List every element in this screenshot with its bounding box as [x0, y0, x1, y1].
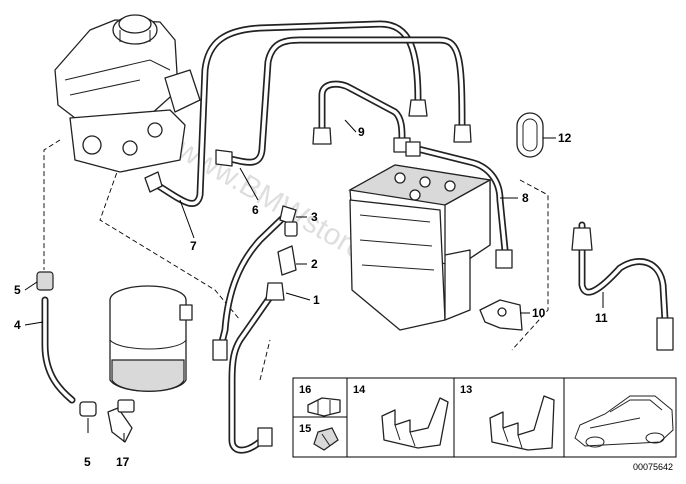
callout-3: 3: [311, 210, 318, 224]
clip-14: [381, 397, 449, 449]
callout-8: 8: [522, 191, 529, 205]
callout-5-upper: 5: [14, 283, 21, 297]
callout-2: 2: [311, 257, 318, 271]
grommet-12: [516, 112, 544, 158]
fitting-3: [284, 221, 298, 237]
thumbnail-label-15: 15: [299, 423, 311, 435]
bracket-10: [479, 299, 523, 331]
thumbnail-label-14: 14: [353, 384, 366, 396]
callout-1: 1: [313, 293, 320, 307]
callout-6: 6: [252, 203, 259, 217]
callout-12: 12: [558, 131, 572, 145]
thumbnail-label-13: 13: [460, 384, 472, 396]
brake-fluid-reservoir: [54, 14, 179, 119]
clip-16: [307, 397, 341, 417]
fitting-2: [277, 245, 297, 276]
thumbnail-vehicle: [563, 377, 677, 458]
thumbnail-label-16: 16: [299, 384, 311, 396]
callout-5-lower: 5: [84, 455, 91, 469]
leader-lines: [24, 119, 604, 442]
reference-code: 00075642: [633, 462, 673, 472]
hose-clamp-5-lower: [79, 401, 97, 417]
hose-clamp-5-upper: [36, 271, 54, 291]
abs-hydraulic-unit: [348, 164, 492, 331]
brake-pipe-1: [228, 282, 285, 454]
callout-11: 11: [595, 311, 608, 325]
brake-pipe-7: [144, 20, 428, 207]
brake-pipe-8: [405, 141, 513, 269]
clip-15: [313, 427, 339, 451]
brake-pipe-9: [312, 80, 411, 153]
callout-4: 4: [14, 318, 21, 332]
vehicle-silhouette: [574, 395, 674, 448]
parts-thumbnail-panel: 16 15 14 13: [292, 377, 677, 458]
brake-hose-11: [571, 221, 674, 351]
brake-pipe-6: [215, 36, 472, 167]
clip-13: [489, 395, 555, 451]
elbow-fitting-17: [107, 399, 135, 443]
master-cylinder: [69, 69, 201, 173]
pump-unit: [109, 285, 193, 392]
callout-10: 10: [532, 306, 546, 320]
brake-pipe-3: [212, 205, 297, 361]
callout-7: 7: [190, 239, 197, 253]
callout-9: 9: [358, 125, 365, 139]
hose-4: [41, 296, 76, 404]
callout-17: 17: [116, 455, 130, 469]
